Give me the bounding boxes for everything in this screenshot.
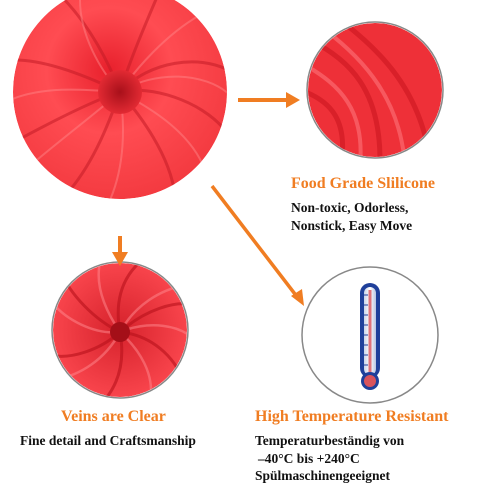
feature-line: –40°C bis +240°C <box>258 450 360 466</box>
feature-text-silicone: Non-toxic, Odorless, Nonstick, Easy Move <box>291 199 412 234</box>
feature-line: Spülmaschinengeeignet <box>255 468 391 483</box>
feature-line: Nonstick, Easy Move <box>291 217 413 233</box>
thermometer-icon <box>360 283 380 390</box>
detail-circle-veins <box>51 261 189 399</box>
thermometer-circle <box>301 266 439 404</box>
detail-circle-surface <box>306 21 444 159</box>
feature-line: Temperaturbeständig von <box>255 433 405 448</box>
arrow-down-icon <box>112 236 128 266</box>
feature-text-temperature: Temperaturbeständig von –40°C bis +240°C… <box>255 432 404 485</box>
feature-heading-temperature: High Temperature Resistant <box>255 408 449 425</box>
arrow-right-icon <box>238 92 300 108</box>
feature-heading-silicone: Food Grade Slilicone <box>291 175 435 192</box>
feature-text-veins: Fine detail and Craftsmanship <box>20 432 196 450</box>
bundt-mold <box>13 0 227 199</box>
feature-heading-veins: Veins are Clear <box>61 408 166 425</box>
feature-line: Fine detail and Craftsmanship <box>20 433 196 448</box>
arrow-diagonal-icon <box>210 184 304 306</box>
feature-line: Non-toxic, Odorless, <box>291 200 409 215</box>
